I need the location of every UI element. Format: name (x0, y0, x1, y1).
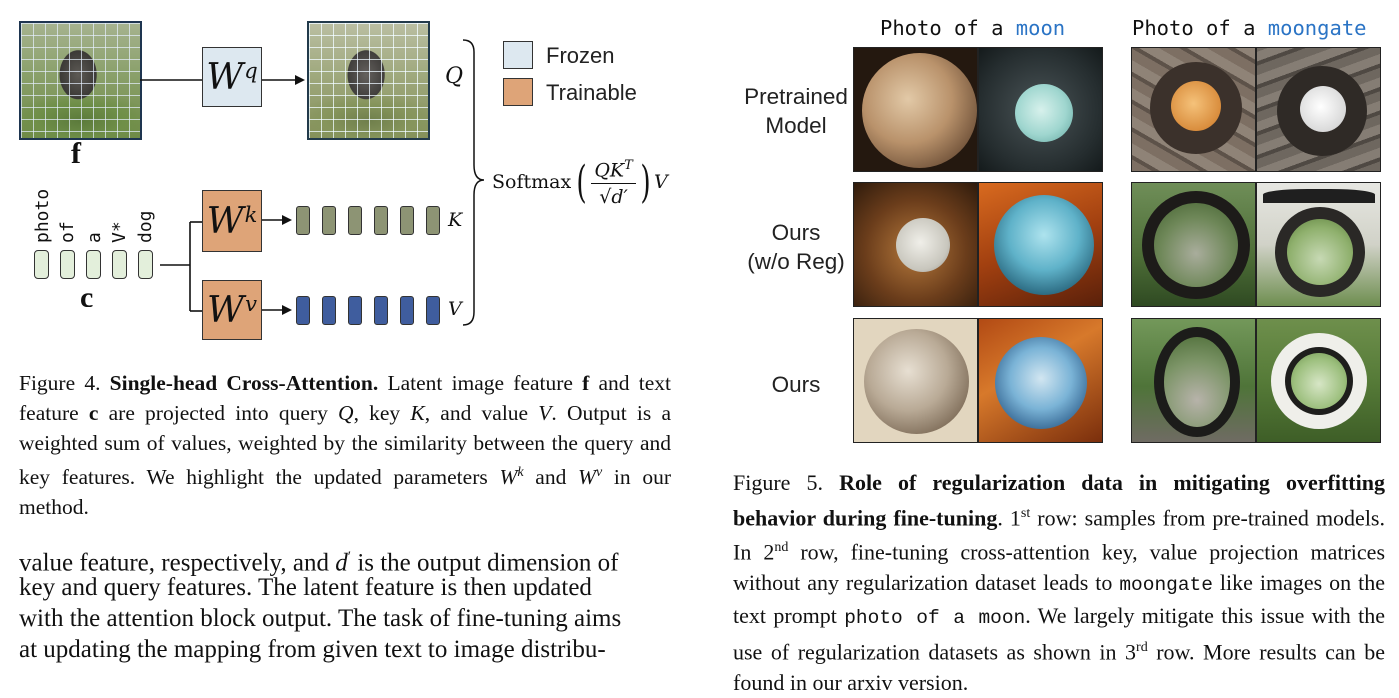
sample-image-moon-ours-1 (853, 318, 978, 443)
sample-image-moongate-ours-1 (1131, 318, 1256, 443)
sample-image-moongate-noreg-1 (1131, 182, 1256, 307)
sample-image-moon-noreg-2 (978, 182, 1103, 307)
token-embedding (60, 250, 75, 279)
value-vector (426, 296, 440, 325)
key-vector (374, 206, 388, 235)
row-label-ours-no-reg: Ours(w/o Reg) (747, 220, 845, 274)
token-label-photo: photo (32, 188, 53, 243)
body-line: with the attention block output. The tas… (19, 605, 622, 632)
output-feature-image (307, 21, 430, 140)
legend-frozen-swatch (503, 41, 533, 69)
legend-frozen-label: Frozen (546, 43, 615, 68)
value-vector (348, 296, 362, 325)
token-embedding (112, 250, 127, 279)
column-header-moon: Photo of a moon (880, 16, 1066, 40)
formula-numerator: QK (594, 159, 625, 182)
token-label-of: of (57, 221, 78, 243)
token-label-a: a (84, 232, 105, 243)
sample-image-moon-ours-2 (978, 318, 1103, 443)
input-feature-image (19, 21, 142, 140)
figure-4-caption: Figure 4. Single-head Cross-Attention. L… (19, 371, 671, 520)
query-output-label: Q (445, 64, 464, 89)
value-vector (374, 296, 388, 325)
token-label-vstar: V* (109, 221, 130, 243)
sample-image-moon-pretrained-1 (853, 47, 978, 172)
legend-trainable-swatch (503, 78, 533, 106)
formula-denominator: √d′ (599, 185, 628, 208)
key-vector (400, 206, 414, 235)
value-vector (296, 296, 310, 325)
token-embedding (138, 250, 153, 279)
image-feature-label: f (71, 137, 81, 170)
token-embedding (34, 250, 49, 279)
sample-image-moongate-noreg-2 (1256, 182, 1381, 307)
sample-image-moongate-ours-2 (1256, 318, 1381, 443)
attention-formula: Softmax ( QKT √d′ ) V (492, 150, 668, 214)
row-label-ours: Ours (771, 372, 821, 397)
key-vector (296, 206, 310, 235)
value-vector (400, 296, 414, 325)
diagram-connectors (140, 39, 485, 326)
column-header-moongate: Photo of a moongate (1132, 16, 1367, 40)
sample-image-moongate-pretrained-2 (1256, 47, 1381, 172)
legend-trainable-label: Trainable (546, 80, 637, 105)
sample-image-moon-pretrained-2 (978, 47, 1103, 172)
formula-suffix: V (653, 171, 668, 193)
text-feature-label: c (80, 281, 94, 307)
key-vector (426, 206, 440, 235)
sample-image-moongate-pretrained-1 (1131, 47, 1256, 172)
sample-image-moon-noreg-1 (853, 182, 978, 307)
body-line: key and query features. The latent featu… (19, 574, 592, 601)
figure-5-caption: Figure 5. Role of regularization data in… (733, 470, 1386, 695)
key-output-label: K (448, 209, 463, 231)
softmax-label: Softmax (492, 171, 572, 193)
token-label-dog: dog (135, 210, 156, 243)
value-output-label: V (448, 298, 462, 320)
body-line: at updating the mapping from given text … (19, 636, 606, 663)
body-line: value feature, respectively, and d′ is t… (19, 549, 619, 577)
value-vector (322, 296, 336, 325)
token-embedding (86, 250, 101, 279)
key-vector (348, 206, 362, 235)
key-vector (322, 206, 336, 235)
